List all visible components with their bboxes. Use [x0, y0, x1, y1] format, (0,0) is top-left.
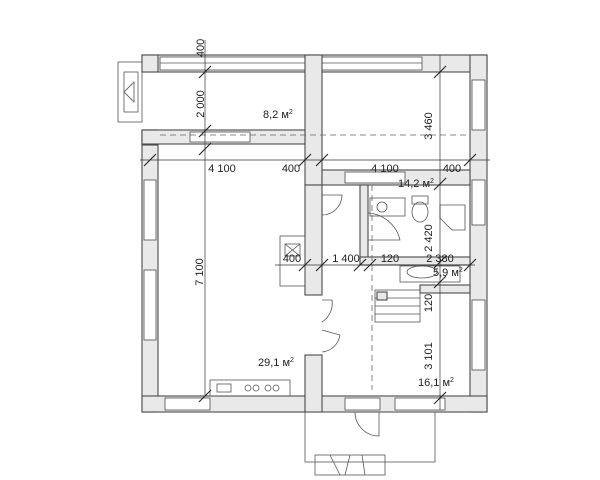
- dim-1400: 1 400: [332, 253, 360, 265]
- area-terrace-sup: 2: [289, 109, 293, 116]
- area-living-group: 29,1 м2: [258, 357, 294, 369]
- area-upper-right-group: 14,2 м2: [398, 178, 434, 190]
- dim-3101: 3 101: [423, 342, 435, 370]
- corner-post-tl: [141, 54, 159, 73]
- dim-2380: 2 380: [426, 253, 454, 265]
- bath-wall-left: [359, 184, 369, 266]
- toilet: [411, 201, 429, 223]
- stairs: [374, 289, 421, 323]
- kitchen-counter: [209, 379, 291, 397]
- shower: [439, 204, 466, 231]
- dim-400-right: 400: [443, 163, 461, 175]
- center-wall-bot: [304, 354, 323, 413]
- dim-120-b: 120: [423, 294, 435, 312]
- area-bath-group: 5,9 м2: [433, 267, 463, 279]
- sink-counter: [369, 197, 406, 217]
- dimension-lines: [140, 40, 490, 410]
- area-bath-sup: 2: [459, 267, 463, 274]
- dim-7100: 7 100: [194, 258, 206, 286]
- doors: [321, 194, 401, 437]
- center-wall-mid: [304, 184, 323, 296]
- dim-400-mid: 400: [282, 163, 300, 175]
- area-labels: 8,2 м2 14,2 м2 29,1 м2 5,9 м2 16,1 м2: [258, 109, 463, 389]
- area-bath: 5,9 м: [433, 267, 459, 279]
- area-living: 29,1 м: [258, 357, 290, 369]
- area-hall-sup: 2: [450, 377, 454, 384]
- dim-120-a: 120: [381, 253, 399, 265]
- dim-2420: 2 420: [423, 224, 435, 252]
- dim-3460: 3 460: [423, 112, 435, 140]
- dim-4100-right: 4 100: [371, 163, 399, 175]
- area-hall: 16,1 м: [418, 377, 450, 389]
- terrace-steps: [117, 61, 143, 123]
- area-living-sup: 2: [290, 357, 294, 364]
- dim-400-inner: 400: [283, 253, 301, 265]
- area-terrace-group: 8,2 м2: [263, 109, 293, 121]
- bath-fixtures: [369, 195, 466, 283]
- dim-2000: 2 000: [195, 90, 207, 118]
- fireplace: [279, 235, 306, 287]
- interior-walls: [141, 54, 471, 413]
- dimension-labels: 400 2 000 4 100 400 4 100 400 3 460 7 10…: [194, 39, 461, 370]
- center-wall-top: [304, 54, 323, 186]
- area-hall-group: 16,1 м2: [418, 377, 454, 389]
- dim-4100-left: 4 100: [208, 163, 236, 175]
- dim-400-top: 400: [195, 39, 207, 57]
- entrance-porch: [304, 411, 436, 476]
- area-upper-right-sup: 2: [430, 178, 434, 185]
- stair-wall: [419, 284, 471, 294]
- area-upper-right: 14,2 м: [398, 178, 430, 190]
- area-terrace: 8,2 м: [263, 109, 289, 121]
